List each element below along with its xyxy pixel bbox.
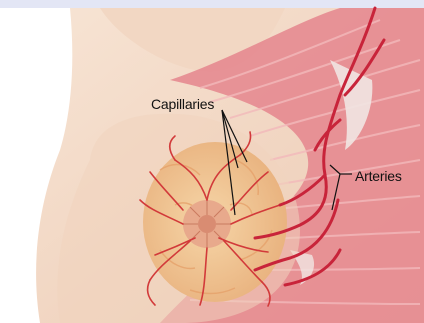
arteries-label: Arteries bbox=[355, 168, 402, 184]
nipple bbox=[198, 215, 216, 233]
capillaries-label: Capillaries bbox=[151, 96, 214, 112]
